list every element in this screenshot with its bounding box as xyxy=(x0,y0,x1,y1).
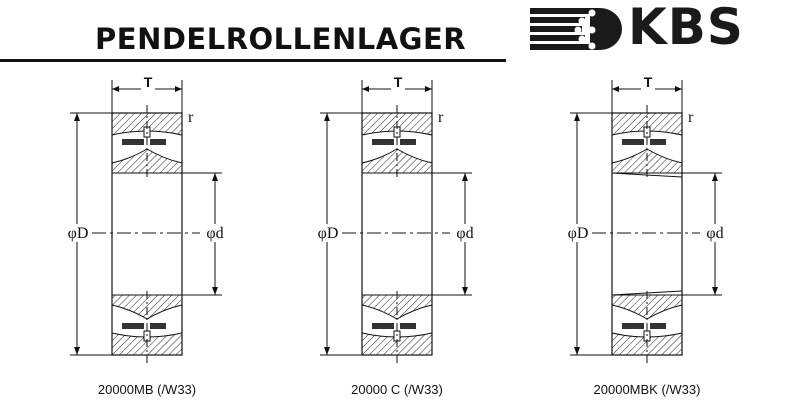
roller-left xyxy=(622,323,644,329)
roller-right xyxy=(150,323,166,329)
width-label: T xyxy=(394,74,403,90)
taper-bore-line xyxy=(611,172,683,178)
bearing-caption: 20000MBK (/W33) xyxy=(594,382,701,397)
radius-label: r xyxy=(688,109,694,126)
width-label: T xyxy=(144,74,153,90)
roller-right xyxy=(400,139,416,145)
arrow-icon xyxy=(612,86,682,92)
logo-text: KBS xyxy=(628,0,744,56)
bore-diameter-label: φd xyxy=(456,225,473,242)
bore-diameter-label: φd xyxy=(706,225,723,242)
outer-diameter-label: φD xyxy=(568,225,589,242)
roller-right xyxy=(650,323,666,329)
page-title: PENDELROLLENLAGER xyxy=(95,22,467,56)
radius-label: r xyxy=(188,109,194,126)
roller-left xyxy=(622,139,644,145)
width-label: T xyxy=(644,74,653,90)
bearing-drawing-mbk: Tr φD φd 20000MBK (/W33) xyxy=(566,74,728,397)
roller-right xyxy=(650,139,666,145)
bearing-drawing-mb: Tr φD φd 20000MB (/W33) xyxy=(66,74,228,397)
arrow-icon xyxy=(362,86,432,92)
taper-bore-line xyxy=(611,290,683,296)
roller-right xyxy=(150,139,166,145)
title-underline xyxy=(0,59,506,62)
kbs-logo: KBS xyxy=(530,0,750,56)
arrow-icon xyxy=(112,86,182,92)
roller-left xyxy=(372,139,394,145)
bearing-caption: 20000 C (/W33) xyxy=(351,382,443,397)
outer-diameter-label: φD xyxy=(318,225,339,242)
roller-left xyxy=(372,323,394,329)
outer-diameter-label: φD xyxy=(68,225,89,242)
logo-bearing-icon xyxy=(530,8,622,50)
bearing-drawing-c: Tr φD φd 20000 C (/W33) xyxy=(316,74,478,397)
roller-right xyxy=(400,323,416,329)
roller-left xyxy=(122,139,144,145)
bore-diameter-label: φd xyxy=(206,225,223,242)
radius-label: r xyxy=(438,109,444,126)
roller-left xyxy=(122,323,144,329)
bearing-caption: 20000MB (/W33) xyxy=(98,382,196,397)
